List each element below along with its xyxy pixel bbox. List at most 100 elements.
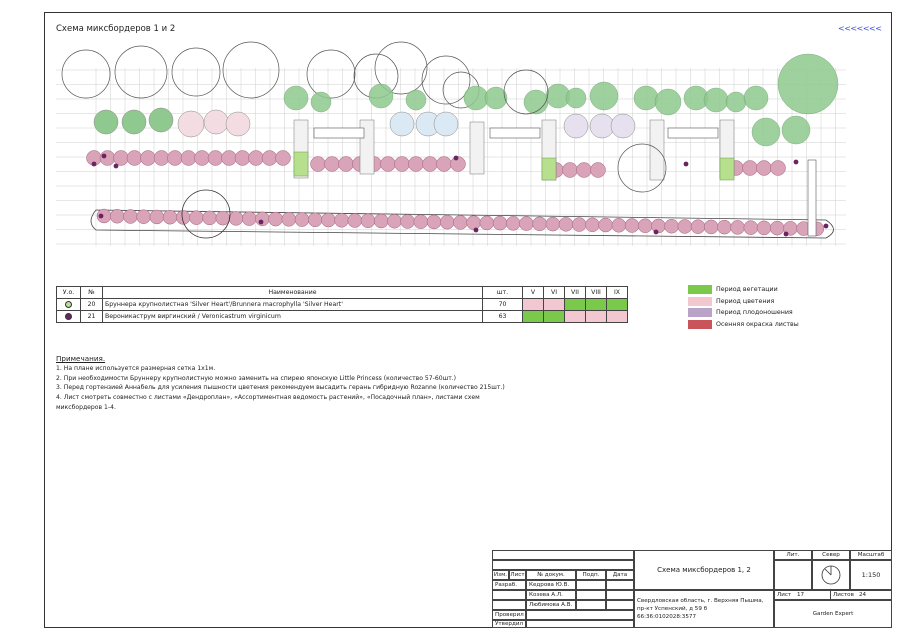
stamp-date <box>606 590 634 600</box>
veronicastrum-dot-icon <box>453 155 459 161</box>
legend-header-m5: V <box>522 286 544 299</box>
legend-header-m7: VII <box>564 286 586 299</box>
stamp-lit: Лит. <box>774 550 812 560</box>
stamp-list-num: 17 <box>797 591 831 599</box>
nav-arrows-link[interactable]: <<<<<<< <box>838 24 882 33</box>
plant-circle-icon <box>294 212 310 227</box>
tree-outline-icon <box>421 55 471 105</box>
legend-num: 20 <box>80 298 103 311</box>
plant-circle-icon <box>756 160 772 176</box>
shrub-icon <box>283 85 309 111</box>
plant-circle-icon <box>194 150 210 166</box>
shrub-icon <box>589 81 619 111</box>
mixborder-plan <box>56 41 846 246</box>
plant-circle-icon <box>611 218 627 233</box>
legend-month-cell <box>585 298 607 311</box>
legend-header-name: Наименование <box>102 286 483 299</box>
plant-circle-icon <box>505 216 521 231</box>
plant-circle-icon <box>408 156 424 172</box>
plant-circle-icon <box>730 220 745 235</box>
plant-circle-icon <box>99 150 116 166</box>
plant-circle-icon <box>436 156 452 172</box>
veronicastrum-dot-icon <box>98 213 104 219</box>
stamp-list-label: Лист <box>777 592 792 598</box>
stamp-name3: Любимова А.В. <box>526 600 576 610</box>
legend-month-cell <box>585 310 607 323</box>
tree-outline-icon <box>222 41 280 99</box>
plant-circle-icon <box>770 160 786 176</box>
plant-icon <box>563 113 589 139</box>
stamp-list: Лист <box>509 570 526 580</box>
plant-circle-icon <box>334 213 349 228</box>
plant-circle-icon <box>136 209 151 224</box>
plant-circle-icon <box>275 150 291 166</box>
plant-icon <box>148 107 174 133</box>
plant-icon <box>389 111 415 137</box>
plant-circle-icon <box>479 215 495 231</box>
legend-header-uo: У.о. <box>56 286 81 299</box>
note-line: 3. Перед гортензией Аннабель для усилени… <box>56 384 505 392</box>
shrub-icon <box>368 83 394 109</box>
plant-circle-icon <box>140 150 156 166</box>
period-label: Период цветения <box>716 297 775 305</box>
shrub-icon <box>310 91 332 113</box>
plant-icon <box>121 109 147 135</box>
plant-circle-icon <box>576 162 592 178</box>
plant-icon <box>589 113 615 139</box>
plant-circle-icon <box>248 150 264 166</box>
stamp-sever: Север <box>812 550 850 560</box>
period-swatch <box>688 296 712 306</box>
plant-circle-icon <box>743 220 759 235</box>
north-arrow-icon <box>812 560 850 590</box>
shrub-icon <box>654 88 682 116</box>
legend-month-cell <box>543 310 565 323</box>
stamp-role <box>492 600 526 610</box>
plant-circle-icon <box>126 150 143 166</box>
bench-icon <box>313 127 365 139</box>
plant-circle-icon <box>598 217 613 233</box>
legend-month-cell <box>564 298 586 311</box>
legend-month-cell <box>564 310 586 323</box>
stamp-scale: 1:150 <box>850 560 892 590</box>
tree-outline-icon <box>306 49 356 99</box>
plant-circle-icon <box>651 218 666 234</box>
stamp-role <box>492 590 526 600</box>
legend-header-num: № <box>80 286 103 299</box>
veronicastrum-dot-icon <box>113 163 119 169</box>
shrub-icon <box>463 85 489 111</box>
shrub-icon <box>781 115 811 145</box>
plant-circle-icon <box>690 219 706 234</box>
plant-circle-icon <box>324 156 340 172</box>
note-line: 2. При необходимости Бруннеру крупнолист… <box>56 374 457 382</box>
brunnera-symbol-icon <box>65 300 72 308</box>
note-line: 4. Лист смотреть совместно с листами «Де… <box>56 394 480 402</box>
plant-circle-icon <box>439 214 455 230</box>
plant-circle-icon <box>742 160 758 176</box>
stamp-empty-row <box>492 560 634 570</box>
stamp-proveril: Проверил <box>492 610 526 620</box>
legend-header-m8: VIII <box>585 286 607 299</box>
plant-circle-icon <box>585 217 600 233</box>
stamp-address-line: пр-кт Успенский, д 59 б <box>637 606 708 612</box>
plant-circle-icon <box>321 212 336 228</box>
plant-icon <box>177 110 205 138</box>
stamp-empty-row <box>492 550 634 560</box>
plant-circle-icon <box>677 219 693 234</box>
veronicastrum-dot-icon <box>683 161 689 167</box>
legend-plant-name: Бруннера крупнолистная 'Silver Heart'/Br… <box>102 298 483 311</box>
plant-circle-icon <box>113 150 129 166</box>
legend-month-cell <box>522 310 544 323</box>
stamp-data: Дата <box>606 570 634 580</box>
plant-circle-icon <box>466 215 481 230</box>
plant-circle-icon <box>360 213 376 229</box>
plant-circle-icon <box>167 150 183 166</box>
notes-block: Примечания. 1. На плане используется раз… <box>56 354 556 413</box>
brunnera-bed <box>293 151 309 177</box>
plant-circle-icon <box>703 219 719 235</box>
plant-circle-icon <box>769 220 785 236</box>
tree-outline-icon <box>61 49 111 99</box>
veronicastrum-dot-icon <box>91 161 97 167</box>
tree-outline-icon <box>181 189 231 239</box>
stamp-izm: Изм. <box>492 570 509 580</box>
brunnera-bed <box>719 157 735 181</box>
